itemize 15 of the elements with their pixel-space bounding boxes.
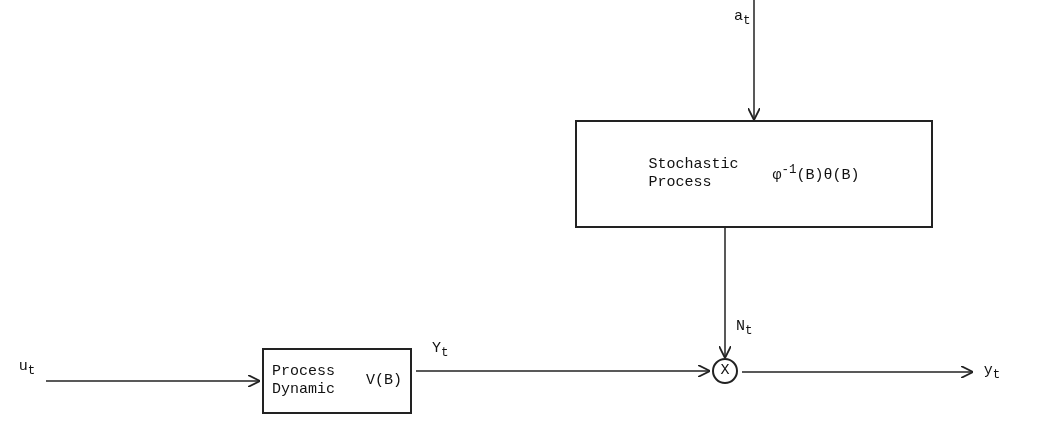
arrow [45, 374, 261, 388]
process-box [262, 348, 412, 414]
arrow [747, 0, 761, 121]
block-title: Stochastic Process [648, 156, 740, 192]
process-box [575, 120, 933, 228]
transfer-function: φ$^{-1}$(B)θ(B) [772, 163, 860, 185]
transfer-function: V(B) [366, 372, 402, 390]
arrow [415, 364, 711, 378]
block-title: Process Dynamic [272, 363, 336, 399]
arrow [718, 227, 732, 359]
arrow [741, 365, 974, 379]
input-label: u$_{t}$ [18, 357, 36, 379]
output-label: y$_{t}$ [983, 361, 1001, 383]
multiply-sign: X [720, 362, 730, 380]
summing-junction [712, 358, 738, 384]
